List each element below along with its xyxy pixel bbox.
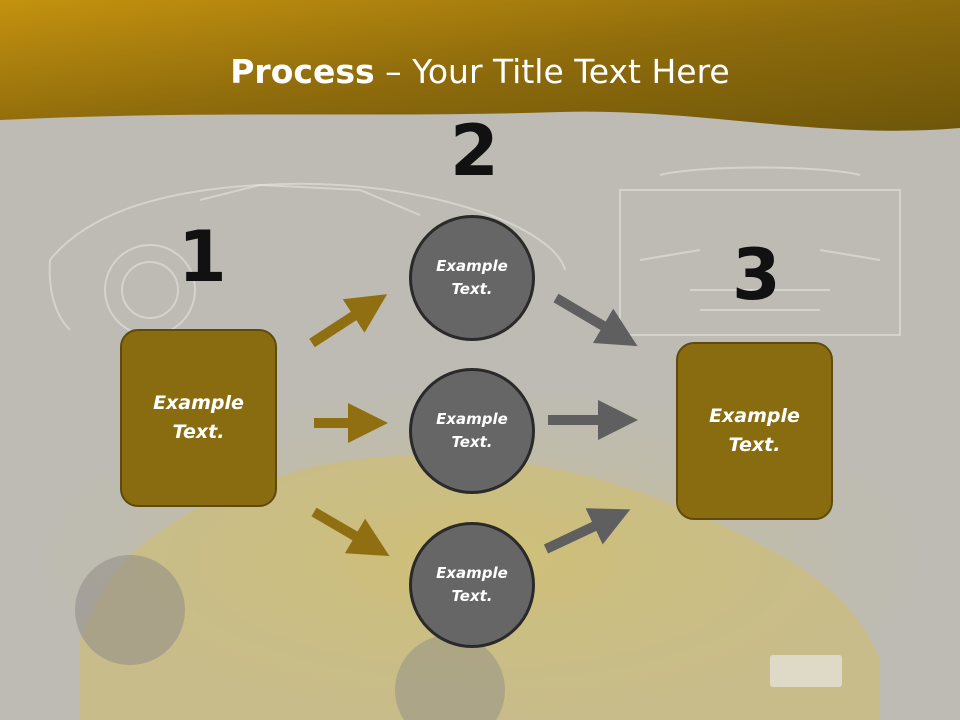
title-rest: – Your Title Text Here [374,52,730,91]
step-box-1: Example Text. [120,329,277,507]
step-box-3-line2: Text. [728,434,781,456]
license-plate [770,655,842,687]
circle-top-line2: Text. [451,280,493,298]
step-number-3: 3 [732,234,781,316]
step-number-1: 1 [178,216,227,298]
circle-bottom-line2: Text. [451,587,493,605]
car-sketch-front [619,166,901,336]
circle-bottom: Example Text. [409,522,535,648]
circle-top-line1: Example [436,257,508,275]
step-box-3: Example Text. [676,342,833,520]
car-wheel-right [395,635,505,720]
slide-title: Process – Your Title Text Here [0,52,960,91]
step-box-3-line1: Example [709,405,800,427]
circle-top: Example Text. [409,215,535,341]
circle-middle-line1: Example [436,410,508,428]
arrow-circle-bottom-to-box3 [543,508,631,554]
circle-middle-line2: Text. [451,433,493,451]
car-wheel-left [75,555,185,665]
circle-bottom-line1: Example [436,564,508,582]
step-number-2: 2 [450,110,499,192]
step-box-1-line1: Example [153,392,244,414]
header-band [0,0,960,131]
arrow-box1-to-circle-bottom [311,507,390,557]
arrow-box1-to-circle-top [309,294,388,348]
title-bold: Process [230,52,375,91]
step-box-1-line2: Text. [172,421,225,443]
arrow-circle-top-to-box3 [553,293,638,347]
circle-middle: Example Text. [409,368,535,494]
